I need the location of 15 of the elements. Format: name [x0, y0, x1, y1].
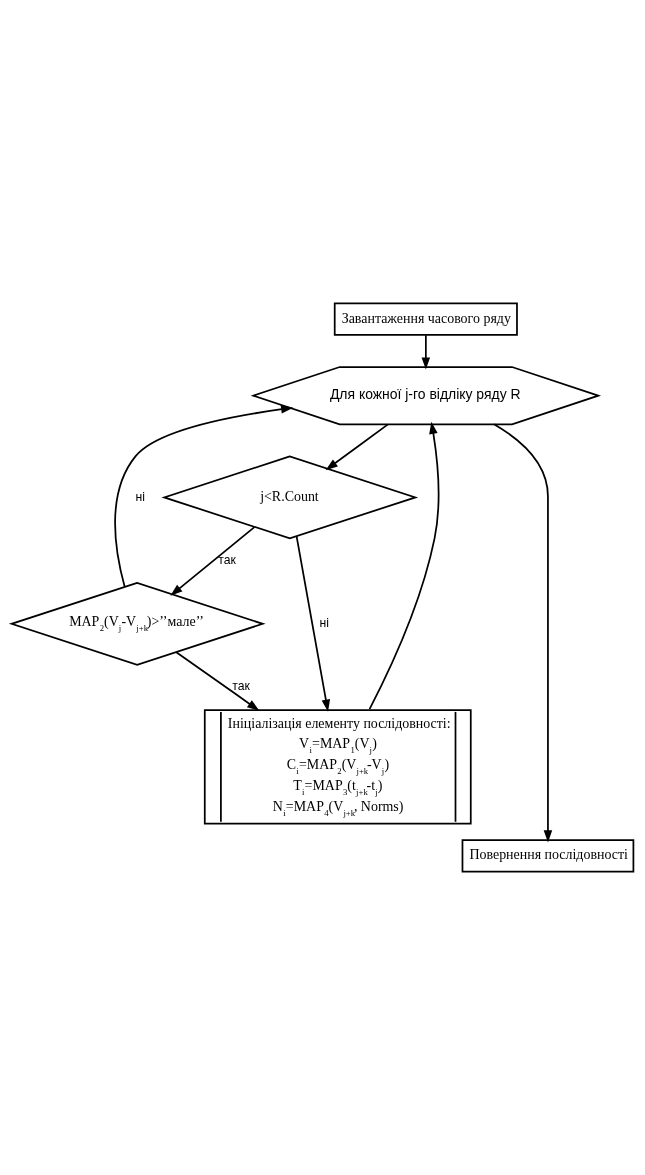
node-diamond: j<R.Count: [161, 455, 419, 540]
arrow: [421, 334, 431, 370]
arrow: [114, 405, 294, 588]
arrow: [175, 651, 260, 711]
arrow: [493, 423, 553, 843]
arrow: [368, 421, 440, 710]
edge-label: так: [218, 552, 236, 567]
edge-label: так: [232, 679, 250, 694]
edge-label: ні: [135, 489, 145, 504]
arrow: [325, 423, 389, 471]
edge-label: ні: [319, 616, 329, 631]
arrow: [295, 535, 331, 712]
node-box: Завантаження часового ряду: [333, 302, 518, 336]
arrow: [170, 526, 256, 596]
node-box: Повернення послідовності: [461, 839, 635, 873]
